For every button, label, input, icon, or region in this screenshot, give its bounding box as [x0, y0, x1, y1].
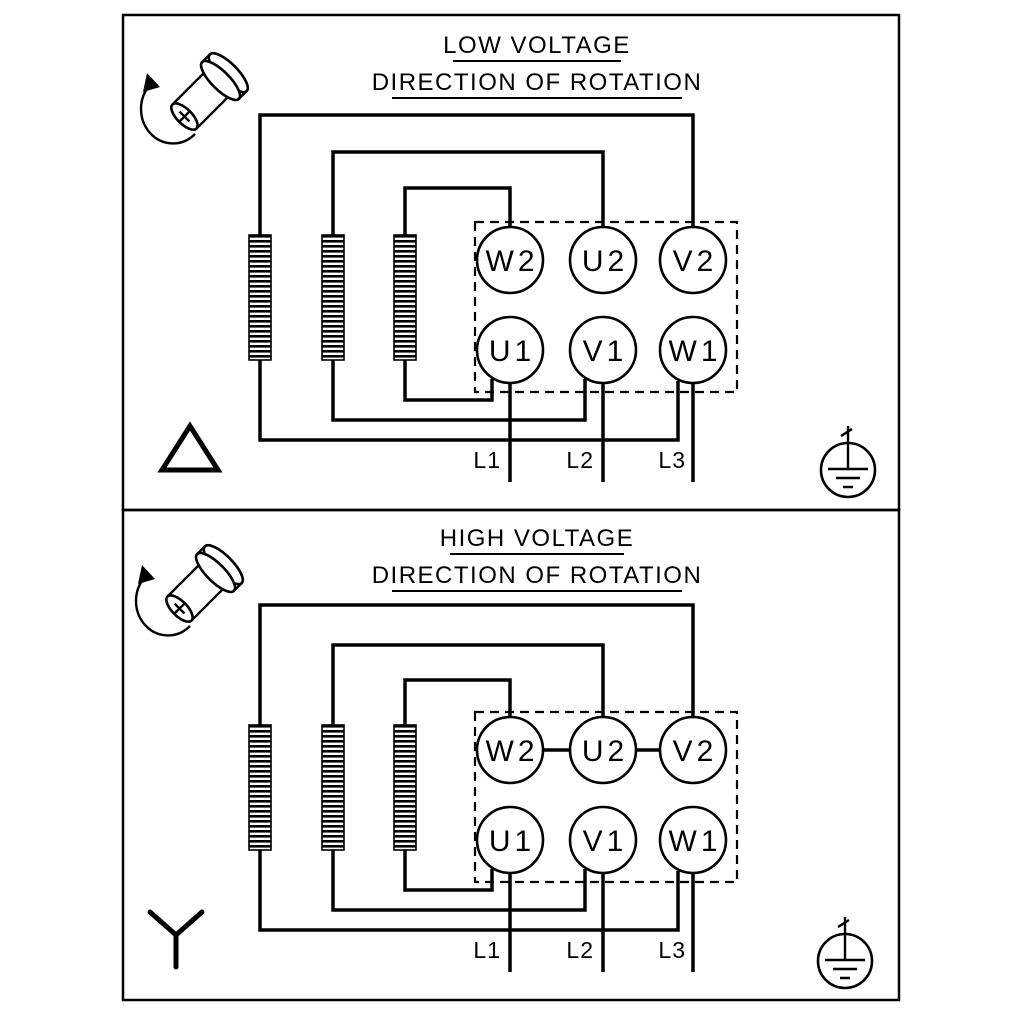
winding-coil: [248, 234, 272, 361]
low-voltage-panel: LOW VOLTAGE DIRECTION OF ROTATION W2 U2: [121, 13, 901, 512]
shaft-rotation-icon: [139, 46, 255, 145]
terminal-label: W2: [486, 245, 539, 278]
panel-title: HIGH VOLTAGE: [440, 525, 634, 552]
terminal-label: V2: [673, 245, 718, 278]
winding-coil: [321, 724, 345, 851]
terminal-label: W2: [486, 735, 539, 768]
terminal-label: W1: [669, 335, 722, 368]
terminal-label: W1: [669, 825, 722, 858]
terminal-v2: V2: [658, 715, 728, 785]
terminal-label: V1: [583, 825, 628, 858]
terminal-label: U1: [489, 825, 535, 858]
terminal-w2: W2: [475, 715, 545, 785]
winding-wires: [258, 603, 695, 972]
star-connection-icon: [150, 912, 202, 967]
winding-coil: [248, 724, 272, 851]
earth-ground-icon: [819, 424, 877, 499]
supply-line-label: L3: [658, 937, 686, 963]
terminal-label: V1: [583, 335, 628, 368]
panel-title: LOW VOLTAGE: [443, 32, 631, 59]
high-voltage-panel: HIGH VOLTAGE DIRECTION OF ROTATION W2 U2: [121, 508, 901, 1002]
winding-coil: [393, 234, 417, 361]
supply-line-label: L2: [566, 447, 594, 473]
terminal-w1: W1: [658, 805, 728, 875]
terminal-u1: U1: [475, 805, 545, 875]
supply-line-label: L1: [473, 937, 501, 963]
shaft-rotation-icon: [134, 538, 250, 637]
terminal-v1: V1: [568, 315, 638, 385]
panel-subtitle: DIRECTION OF ROTATION: [372, 69, 703, 96]
terminal-v2: V2: [658, 225, 728, 295]
delta-connection-icon: [162, 426, 218, 470]
winding-wires: [258, 113, 695, 482]
terminal-v1: V1: [568, 805, 638, 875]
terminal-w1: W1: [658, 315, 728, 385]
winding-coil: [321, 234, 345, 361]
panel-subtitle: DIRECTION OF ROTATION: [372, 562, 703, 589]
terminal-u1: U1: [475, 315, 545, 385]
supply-line-label: L1: [473, 447, 501, 473]
terminal-box: [473, 710, 739, 884]
earth-ground-icon: [816, 915, 874, 990]
terminal-box: [473, 220, 739, 394]
panel-frame: [121, 508, 901, 1002]
winding-coil: [393, 724, 417, 851]
supply-line-label: L2: [566, 937, 594, 963]
terminal-u2: U2: [568, 225, 638, 295]
supply-line-label: L3: [658, 447, 686, 473]
terminal-label: U1: [489, 335, 535, 368]
terminal-u2: U2: [568, 715, 638, 785]
terminal-w2: W2: [475, 225, 545, 295]
terminal-label: U2: [582, 735, 628, 768]
terminal-label: V2: [673, 735, 718, 768]
terminal-label: U2: [582, 245, 628, 278]
